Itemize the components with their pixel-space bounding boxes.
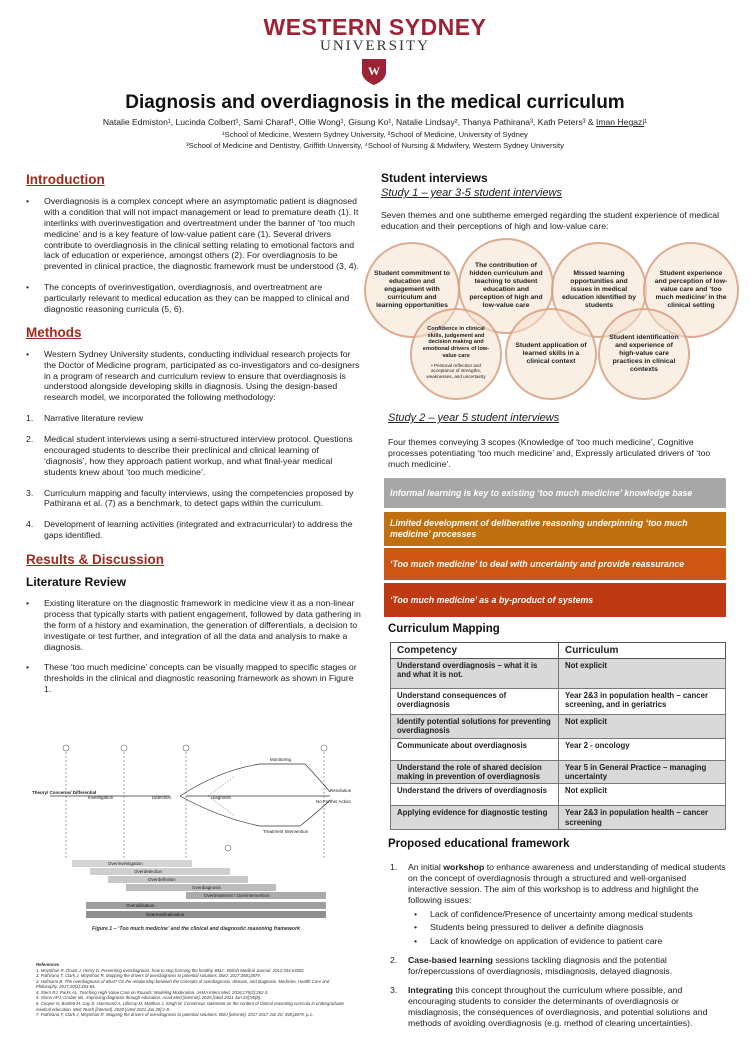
intro-bullet-2: •The concepts of overinvestigation, over… xyxy=(26,282,350,314)
curriculum-mapping-heading: Curriculum Mapping xyxy=(388,623,500,635)
framework-sub-item: •Lack of confidence/Presence of uncertai… xyxy=(414,908,693,919)
table-row: Understand the role of shared decision m… xyxy=(390,759,726,785)
literature-bullet-2: •These ‘too much medicine’ concepts can … xyxy=(26,662,357,695)
figure-label-diagnosis: Diagnosis xyxy=(211,795,232,800)
theme-bar: Limited development of deliberative reas… xyxy=(384,512,726,546)
framework-item-3: 3.Integrating this concept throughout th… xyxy=(390,984,708,1028)
reference-item: 3. Hofmann B. The overdiagnosis of what?… xyxy=(36,978,330,990)
university-logo-subtext: UNIVERSITY xyxy=(320,38,430,54)
framework-sub-item: •Lack of knowledge on application of evi… xyxy=(414,936,663,947)
figure-label-treatment: Treatment Intervention xyxy=(263,829,309,834)
methods-list-item: 1.Narrative literature review xyxy=(26,413,143,424)
column-header: Competency xyxy=(390,642,559,659)
literature-review-heading: Literature Review xyxy=(26,575,127,589)
figure-label-detection: Detection xyxy=(152,795,172,800)
study-2-heading: Study 2 – year 5 student interviews xyxy=(388,412,560,424)
figure-label-investigation: Investigation xyxy=(88,795,114,800)
figure-label-theory: Theory/ Concerns/ Differential xyxy=(32,790,96,795)
reference-item: 5. Olson APJ, Graber ML. Improving diagn… xyxy=(36,995,262,1001)
figure-bar: Overdefinition xyxy=(108,876,248,883)
figure-label-no-further-action: No Further Action xyxy=(316,799,352,804)
methods-bullet: •Western Sydney University students, con… xyxy=(26,348,360,403)
references: References 1. Moynihan R, Doust J, Henry… xyxy=(36,962,352,1018)
methods-list-item: 3.Curriculum mapping and faculty intervi… xyxy=(26,487,354,509)
references-title: References xyxy=(36,962,60,967)
reference-item: 1. Moynihan R, Doust J, Henry D. Prevent… xyxy=(36,967,305,973)
figure-bar: Overtreatment / Overintervention xyxy=(186,892,326,899)
reference-item: 4. Stern RJ, Parks AL. Teaching High-Val… xyxy=(36,989,269,995)
methods-list-item: 4.Development of learning activities (in… xyxy=(26,519,353,541)
educational-framework-heading: Proposed educational framework xyxy=(388,838,570,850)
left-column: Introduction •Overdiagnosis is a complex… xyxy=(26,172,362,695)
study-1-text: Seven themes and one subtheme emerged re… xyxy=(381,210,720,231)
framework-item-1: 1.An initial workshop to enhance awarene… xyxy=(390,862,726,905)
theme-circle: Confidence in clinical skills, judgement… xyxy=(410,308,502,400)
figure-1-caption: Figure 1 – ‘Too much medicine’ and the c… xyxy=(91,926,301,932)
figure-bar: Overdiagnosis xyxy=(126,884,276,891)
student-interviews-heading: Student interviews xyxy=(381,171,488,185)
theme-bar: ‘Too much medicine’ to deal with uncerta… xyxy=(384,548,726,580)
reference-item: 7. Pathirana T, Clark J, Moynihan R. Map… xyxy=(36,1012,314,1018)
theme-bar: Informal learning is key to existing ‘to… xyxy=(384,478,726,508)
figure-bar: Overdetection xyxy=(90,868,230,875)
reference-item: 6. Cooper N, Bartlett M, Gay S, Hammond … xyxy=(36,1001,344,1012)
university-logo-text: WESTERN SYDNEY xyxy=(263,14,487,40)
figure-bar: Overutilisation xyxy=(86,902,326,909)
figure-label-resolution: Resolution xyxy=(330,788,352,793)
university-crest-icon: W xyxy=(361,58,387,86)
theme-circle: Student experience and perception of low… xyxy=(643,242,739,338)
literature-bullet-1: •Existing literature on the diagnostic f… xyxy=(26,598,361,652)
table-row: Identify potential solutions for prevent… xyxy=(390,714,726,739)
theme-bar: ‘Too much medicine’ as a by-product of s… xyxy=(384,583,726,617)
introduction-heading: Introduction xyxy=(26,172,105,187)
theme-circle: Student identification and experience of… xyxy=(598,308,690,400)
table-header-row: Competency Curriculum xyxy=(390,642,726,659)
framework-sub-item: •Students being pressured to deliver a d… xyxy=(414,922,644,933)
table-row: Applying evidence for diagnostic testing… xyxy=(390,805,726,831)
figure-bar: Overinvestigation xyxy=(72,860,192,867)
reference-item: 2. Pathirana T, Clark J, Moynihan R. Map… xyxy=(36,973,261,979)
methods-list-item: 2.Medical student interviews using a sem… xyxy=(26,434,353,477)
column-header: Curriculum xyxy=(558,642,726,659)
educational-framework-list: 1.An initial workshop to enhance awarene… xyxy=(390,862,728,1028)
curriculum-mapping-table: Competency Curriculum Understand overdia… xyxy=(390,642,726,831)
theme-circle: Student application of learned skills in… xyxy=(505,308,597,400)
study-1-heading: Study 1 – year 3-5 student interviews xyxy=(381,187,562,199)
table-row: Understand overdiagnosis – what it is an… xyxy=(390,658,726,689)
affiliation-line-2: ³School of Medicine and Dentistry, Griff… xyxy=(186,141,564,150)
table-row: Understand consequences of overdiagnosis… xyxy=(390,688,726,715)
figure-1-diagram: Theory/ Concerns/ Differential Investiga… xyxy=(30,740,362,920)
results-heading: Results & Discussion xyxy=(26,552,165,567)
figure-label-monitoring: Monitoring xyxy=(270,757,292,762)
svg-text:W: W xyxy=(368,64,380,78)
authors-line: Natalie Edmiston¹, Lucinda Colbert¹, Sam… xyxy=(102,117,648,127)
methods-heading: Methods xyxy=(26,324,82,340)
poster-title: Diagnosis and overdiagnosis in the medic… xyxy=(125,92,625,113)
intro-bullet-1: •Overdiagnosis is a complex concept wher… xyxy=(26,196,359,272)
affiliation-line-1: ¹School of Medicine, Western Sydney Univ… xyxy=(222,130,528,139)
study-2-text: Four themes conveying 3 scopes (Knowledg… xyxy=(388,437,711,469)
framework-item-2: 2.Case-based learning sessions tackling … xyxy=(390,955,673,976)
figure-bar: Overmedicalisation xyxy=(86,911,326,918)
